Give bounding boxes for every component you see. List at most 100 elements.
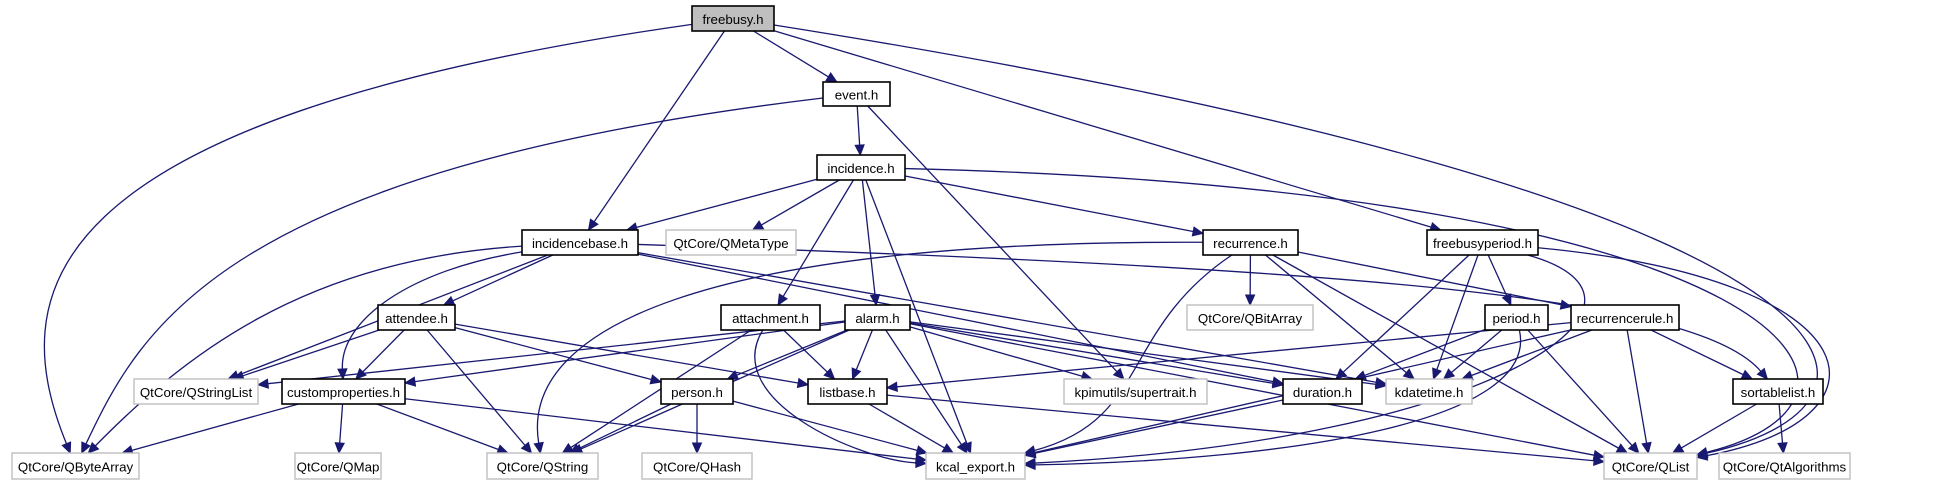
node-label: period.h [1492,311,1540,326]
edge-freebusy-to-event [753,30,838,83]
node-listbase[interactable]: listbase.h [807,378,888,405]
node-box[interactable] [1202,229,1299,256]
edge-line [1034,329,1522,466]
edge-line [426,329,526,446]
node-box[interactable] [665,229,797,256]
node-attachment[interactable]: attachment.h [720,304,821,331]
node-box[interactable] [486,452,599,480]
arrowhead-icon [1671,443,1685,454]
node-box[interactable] [521,229,639,256]
node-supertrait[interactable]: kpimutils/supertrait.h [1063,378,1208,405]
edge-line [904,175,1194,233]
node-box[interactable] [1282,378,1363,405]
edge-line [536,241,1204,444]
edge-customproperties-to-kcal_export [404,398,928,465]
node-box[interactable] [844,304,911,331]
edge-line [85,97,824,445]
node-qstring[interactable]: QtCore/QString [486,452,599,480]
edge-line [376,403,499,451]
node-label: sortablelist.h [1741,385,1816,400]
node-box[interactable] [641,452,753,480]
node-customproperties[interactable]: customproperties.h [281,378,406,405]
node-qtalgorithms[interactable]: QtCore/QtAlgorithms [1718,452,1851,480]
node-qbytearray[interactable]: QtCore/QByteArray [11,452,140,480]
node-box[interactable] [133,378,259,405]
node-box[interactable] [822,81,891,107]
arrowhead-icon [337,368,348,381]
node-person[interactable]: person.h [660,378,734,405]
node-incidencebase[interactable]: incidencebase.h [521,229,639,256]
node-label: QtCore/QtAlgorithms [1723,460,1847,475]
edge-line [1034,254,1233,452]
node-box[interactable] [720,304,821,331]
node-box[interactable] [691,5,775,32]
edge-event-to-incidence [854,105,865,157]
node-box[interactable] [1426,229,1539,256]
edge-line [593,30,725,223]
node-freebusyperiod[interactable]: freebusyperiod.h [1426,229,1539,256]
node-box[interactable] [807,378,888,405]
node-box[interactable] [1186,304,1314,331]
arrowhead-icon [691,442,703,455]
edge-freebusyperiod-to-kdatetime [1432,254,1479,381]
node-attendee[interactable]: attendee.h [377,304,456,331]
edge-line [636,178,818,229]
node-label: listbase.h [819,385,875,400]
node-box[interactable] [377,304,456,331]
node-freebusy[interactable]: freebusy.h [691,5,775,32]
node-label: attachment.h [732,311,809,326]
node-box[interactable] [816,154,906,181]
node-alarm[interactable]: alarm.h [844,304,911,331]
edge-alarm-to-kcal_export [885,329,968,455]
node-qbitarray[interactable]: QtCore/QBitArray [1186,304,1314,331]
node-label: freebusyperiod.h [1433,236,1532,251]
node-box[interactable] [281,378,406,405]
node-event[interactable]: event.h [822,81,891,107]
arrowhead-icon [1374,379,1388,390]
edge-recurrencerule-to-qlist [1626,329,1652,455]
edge-attendee-to-qstringlist [232,329,380,381]
node-box[interactable] [1570,304,1680,331]
node-kdatetime[interactable]: kdatetime.h [1385,378,1473,405]
node-box[interactable] [11,452,140,480]
edge-line [896,321,1572,388]
node-box[interactable] [1718,452,1851,480]
node-qlist[interactable]: QtCore/QList [1603,452,1698,480]
node-box[interactable] [294,452,382,480]
node-label: kdatetime.h [1395,385,1464,400]
edge-line [1297,251,1562,306]
node-incidence[interactable]: incidence.h [816,154,906,181]
node-box[interactable] [1484,304,1549,331]
node-recurrencerule[interactable]: recurrencerule.h [1570,304,1680,331]
node-box[interactable] [1063,378,1208,405]
node-label: attendee.h [385,311,448,326]
node-box[interactable] [660,378,734,405]
node-period[interactable]: period.h [1484,304,1549,331]
node-qhash[interactable]: QtCore/QHash [641,452,753,480]
node-qmetatype[interactable]: QtCore/QMetaType [665,229,797,256]
node-label: recurrencerule.h [1577,311,1674,326]
node-kcal_export[interactable]: kcal_export.h [925,452,1026,480]
edge-line [1626,329,1648,444]
node-qmap[interactable]: QtCore/QMap [294,452,382,480]
node-sortablelist[interactable]: sortablelist.h [1732,378,1824,405]
edge-line [909,323,1595,456]
node-box[interactable] [1603,452,1698,480]
node-recurrence[interactable]: recurrence.h [1202,229,1299,256]
arrowhead-icon [1023,448,1037,459]
node-duration[interactable]: duration.h [1282,378,1363,405]
node-qstringlist[interactable]: QtCore/QStringList [133,378,259,405]
arrowhead-icon [1593,455,1606,466]
arrowhead-icon [1641,441,1652,455]
node-label: incidence.h [827,161,894,176]
edge-incidence-to-qmetatype [751,179,840,231]
edge-line [1778,403,1784,444]
node-box[interactable] [1385,378,1473,405]
node-label: freebusy.h [702,12,763,27]
node-box[interactable] [925,452,1026,480]
node-label: QtCore/QString [497,460,589,475]
node-box[interactable] [1732,378,1824,405]
edge-alarm-to-customproperties [403,321,846,387]
edge-duration-to-kcal_export [1023,399,1284,459]
edge-line [773,24,1818,454]
